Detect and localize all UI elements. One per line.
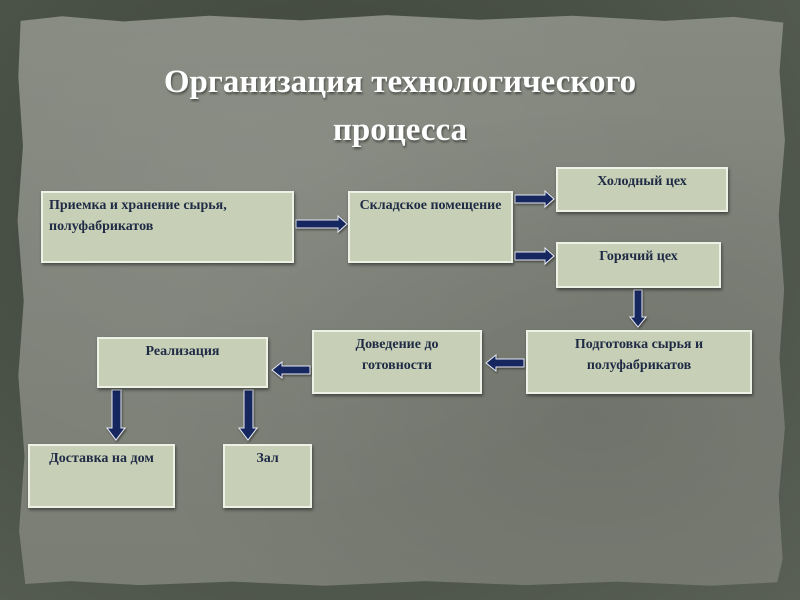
node-hot-shop: Горячий цех xyxy=(556,242,721,288)
node-delivery-label: Доставка на дом xyxy=(49,451,154,466)
node-finishing-label: Доведение до готовности xyxy=(355,337,439,373)
slide-title: Организация технологического процесса xyxy=(100,58,700,154)
node-preparation: Подготовка сырья и полуфабрикатов xyxy=(526,330,752,394)
node-delivery: Доставка на дом xyxy=(28,444,175,508)
node-cold-shop-label: Холодный цех xyxy=(597,174,687,189)
node-preparation-label: Подготовка сырья и полуфабрикатов xyxy=(574,337,704,373)
node-warehouse-label: Складское помещение xyxy=(359,198,502,213)
node-sales: Реализация xyxy=(97,337,268,388)
slide-title-line-2: процесса xyxy=(332,112,468,148)
slide-title-line-1: Организация технологического xyxy=(163,64,637,100)
node-finishing: Доведение до готовности xyxy=(312,330,482,394)
node-hall-label: Зал xyxy=(256,451,279,466)
node-cold-shop: Холодный цех xyxy=(556,167,728,212)
node-hall: Зал xyxy=(223,444,312,508)
node-sales-label: Реализация xyxy=(145,344,220,359)
node-receiving-label: Приемка и хранение сырья, полуфабрикатов xyxy=(49,198,227,234)
node-warehouse: Складское помещение xyxy=(348,191,513,263)
node-receiving: Приемка и хранение сырья, полуфабрикатов xyxy=(41,191,294,263)
node-hot-shop-label: Горячий цех xyxy=(599,249,678,264)
